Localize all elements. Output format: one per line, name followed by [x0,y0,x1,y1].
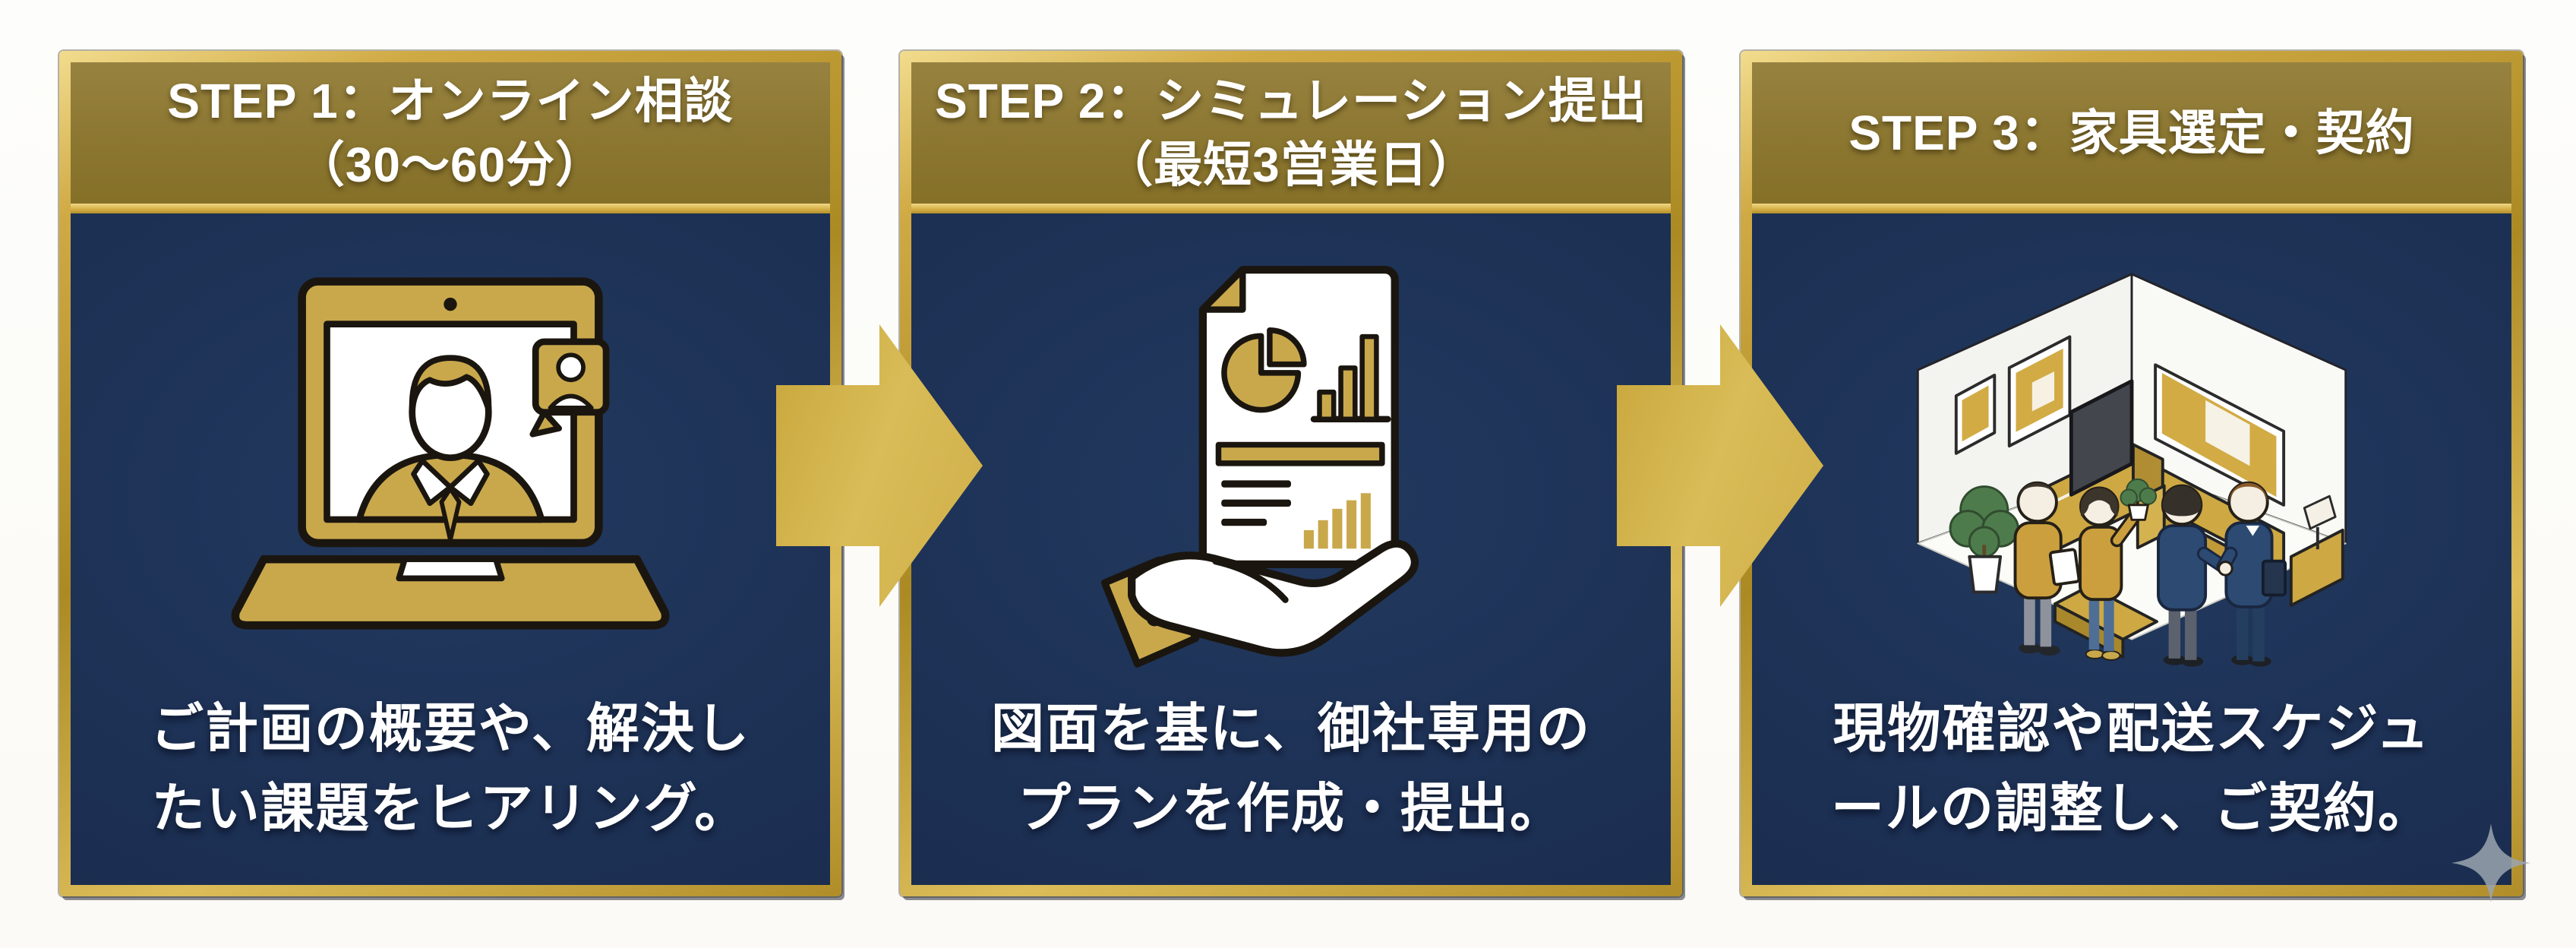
step-2-illustration [922,235,1660,689]
step-card-3-inner: STEP 3：家具選定・契約 [1752,62,2511,885]
step-card-3-header: STEP 3：家具選定・契約 [1752,62,2511,204]
step-card-1-body: ご計画の概要や、解決し たい課題をヒアリング。 [71,213,830,885]
step-2-caption: 図面を基に、御社専用の プランを作成・提出。 [991,699,1591,838]
gold-divider [1752,204,2511,213]
gold-divider [911,204,1671,213]
step-3-illustration [1763,235,2501,689]
step-card-3-body: 現物確認や配送スケジュ ールの調整し、ご契約。 [1752,213,2511,885]
gold-divider [71,204,830,213]
isometric-furniture-room-icon [1916,272,2347,667]
step-1-illustration [81,235,819,689]
document-charts-hand-icon [1100,265,1419,668]
step-card-2: STEP 2：シミュレーション提出 （最短3営業日） [900,51,1682,896]
step-3-title: STEP 3：家具選定・契約 [1848,105,2415,160]
laptop-video-call-icon [231,276,670,630]
step-1-caption: ご計画の概要や、解決し たい課題をヒアリング。 [150,699,750,838]
step-card-3: STEP 3：家具選定・契約 [1741,51,2523,896]
step-card-1-header: STEP 1：オンライン相談 （30〜60分） [71,62,830,204]
step-card-1-inner: STEP 1：オンライン相談 （30〜60分） [71,62,830,885]
step-card-1: STEP 1：オンライン相談 （30〜60分） [59,51,841,896]
step-3-caption: 現物確認や配送スケジュ ールの調整し、ご契約。 [1831,699,2432,838]
step-2-title: STEP 2：シミュレーション提出 （最短3営業日） [935,73,1647,192]
step-1-title: STEP 1：オンライン相談 （30〜60分） [167,73,734,192]
step-card-2-inner: STEP 2：シミュレーション提出 （最短3営業日） [911,62,1671,885]
step-card-2-header: STEP 2：シミュレーション提出 （最短3営業日） [911,62,1671,204]
step-card-2-body: 図面を基に、御社専用の プランを作成・提出。 [911,213,1671,885]
sparkle-icon [2451,823,2530,902]
